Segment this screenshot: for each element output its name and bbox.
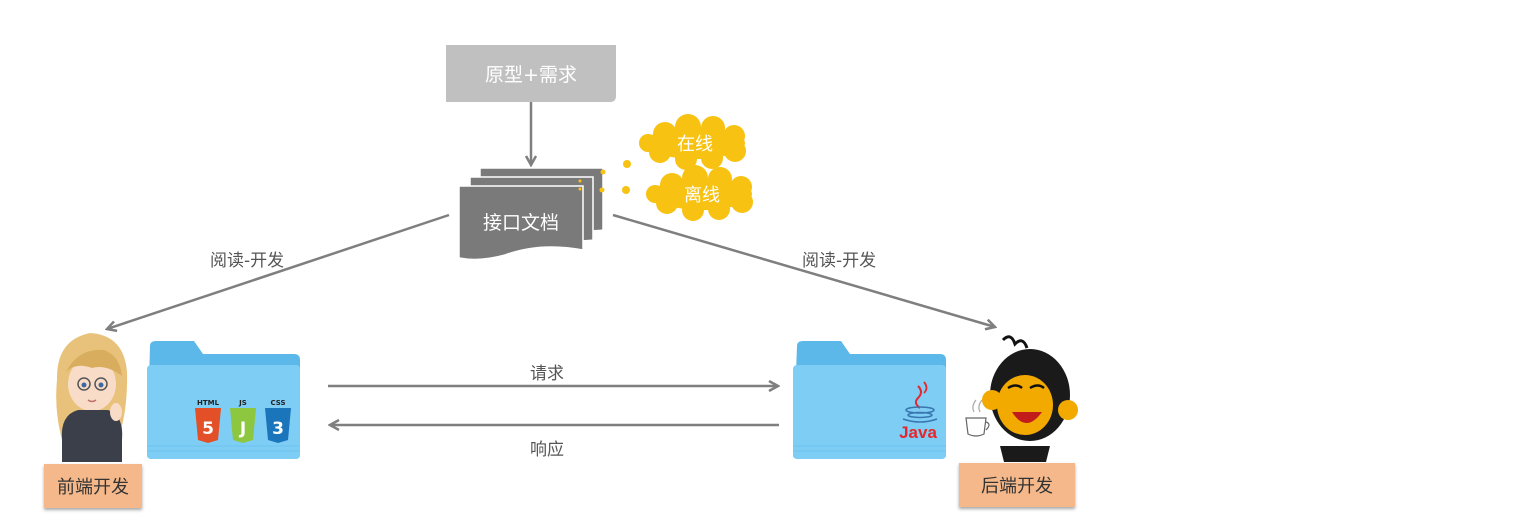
svg-text:JS: JS bbox=[238, 399, 247, 407]
response-label: 响应 bbox=[530, 440, 564, 460]
svg-text:J: J bbox=[239, 419, 246, 439]
java-logo-icon bbox=[902, 381, 938, 423]
requirements-box bbox=[446, 45, 616, 102]
svg-text:CSS: CSS bbox=[270, 399, 285, 407]
read-left-arrow bbox=[107, 213, 450, 329]
backend-folder-icon bbox=[793, 341, 946, 459]
frontend-dev-tag: 前端开发 bbox=[44, 464, 142, 508]
svg-text:HTML: HTML bbox=[197, 399, 220, 407]
read-right-arrow bbox=[612, 213, 995, 327]
web-tech-badges: HTML 5 JS J CSS 3 bbox=[195, 399, 291, 443]
offline-label: 离线 bbox=[684, 185, 720, 206]
frontend-folder-icon bbox=[147, 341, 300, 459]
online-cloud bbox=[639, 114, 746, 170]
svg-text:3: 3 bbox=[272, 419, 284, 439]
offline-cloud bbox=[646, 165, 753, 221]
backend-dev-tag: 后端开发 bbox=[959, 463, 1075, 507]
css3-shield-icon: CSS 3 bbox=[265, 399, 291, 443]
thought-dots bbox=[578, 160, 631, 194]
api-doc-stack bbox=[458, 167, 604, 261]
js-shield-icon: JS J bbox=[230, 399, 256, 443]
request-label: 请求 bbox=[530, 364, 564, 384]
svg-text:5: 5 bbox=[202, 419, 214, 439]
java-logo-text: Java bbox=[899, 423, 937, 442]
online-label: 在线 bbox=[677, 134, 713, 155]
requirements-label: 原型+需求 bbox=[485, 64, 577, 86]
backend-developer-avatar bbox=[965, 335, 1078, 462]
read-dev-right-label: 阅读-开发 bbox=[802, 251, 877, 271]
html5-shield-icon: HTML 5 bbox=[195, 399, 221, 443]
frontend-developer-avatar bbox=[56, 333, 128, 462]
api-doc-label: 接口文档 bbox=[482, 211, 559, 234]
read-dev-left-label: 阅读-开发 bbox=[210, 251, 285, 271]
